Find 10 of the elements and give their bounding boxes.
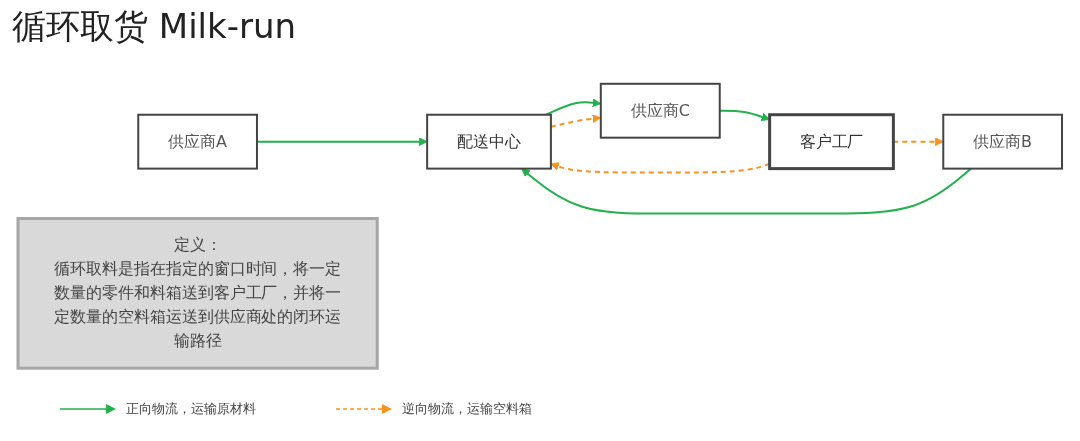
arrow xyxy=(521,167,972,215)
node-box: 客户工厂 xyxy=(768,113,895,171)
node-box: 供应商C xyxy=(599,82,721,139)
title: 循环取货 Milk-run xyxy=(12,5,297,48)
node-box: 供应商A xyxy=(137,113,258,170)
legend-text: 逆向物流，运输空料箱 xyxy=(402,400,532,418)
node-box: 定义： 循环取料是指在指定的窗口时间，将一定数量的零件和料箱送到客户工厂，并将一定数量的空料箱运送到供应商处的闭环运输路径 xyxy=(16,217,379,370)
legend-text: 正向物流，运输原材料 xyxy=(126,400,256,418)
node-box: 配送中心 xyxy=(426,113,552,170)
node-box: 供应商B xyxy=(942,113,1063,170)
